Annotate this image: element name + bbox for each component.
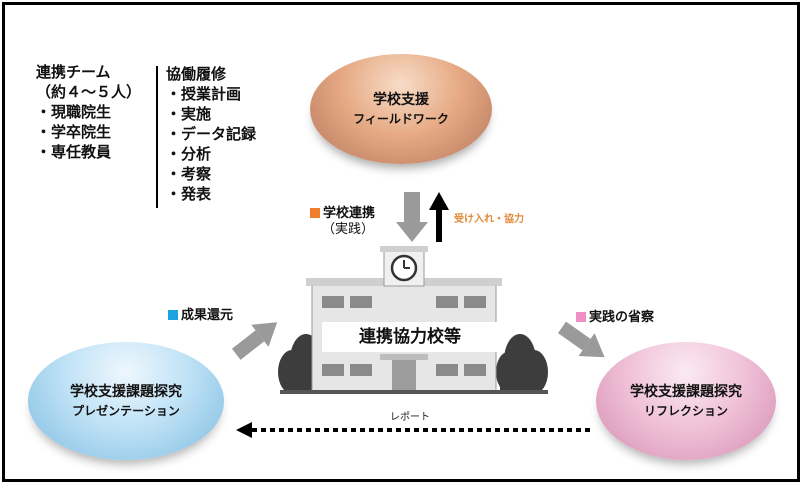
node-fieldwork-title: 学校支援 [373, 92, 429, 108]
work-item: ・授業計画 [166, 85, 242, 103]
team-member: ・学卒院生 [36, 123, 112, 141]
node-fieldwork: 学校支援 フィールドワーク [310, 54, 492, 164]
node-reflection: 学校支援課題探究 リフレクション [596, 342, 776, 460]
work-item: ・発表 [166, 185, 212, 203]
divider-line [156, 66, 158, 208]
work-title: 協働履修 [166, 65, 227, 83]
work-item: ・分析 [166, 145, 212, 163]
node-reflection-subtitle: リフレクション [643, 404, 728, 418]
arrow-down-right-icon [557, 321, 605, 358]
orange-square-icon [310, 208, 320, 218]
team-title: 連携チーム [36, 63, 111, 81]
work-item: ・考察 [166, 165, 212, 183]
node-reflection-title: 学校支援課題探究 [630, 384, 742, 400]
edge-report-label: レポート [390, 412, 430, 423]
team-subtitle: （約４～５人） [36, 83, 142, 101]
node-presentation-title: 学校支援課題探究 [70, 384, 182, 400]
edge-school-link-label: 学校連携 [310, 202, 375, 221]
blue-square-icon [168, 310, 178, 320]
work-block: 協働履修 ・授業計画 ・実施 ・データ記録 ・分析 ・考察 ・発表 [166, 64, 256, 204]
team-block: 連携チーム （約４～５人） ・現職院生 ・学卒院生 ・専任教員 [36, 62, 141, 162]
edge-school-link-sub: （実践） [322, 222, 375, 237]
edge-reflection-label: 実践の省察 [576, 306, 654, 325]
node-fieldwork-subtitle: フィールドワーク [353, 112, 449, 126]
edge-accept-label: 受け入れ・協力 [454, 214, 524, 225]
node-presentation: 学校支援課題探究 プレゼンテーション [28, 342, 224, 460]
arrow-down-icon [396, 192, 428, 242]
arrow-up-icon [429, 192, 449, 242]
edge-results-label: 成果還元 [168, 304, 233, 323]
team-member: ・現職院生 [36, 103, 112, 121]
team-member: ・専任教員 [36, 143, 112, 161]
work-item: ・データ記録 [166, 125, 257, 143]
node-partner-school: 連携協力校等 [322, 322, 498, 352]
arrow-left-dotted-icon [236, 422, 590, 438]
arrow-up-right-icon [231, 322, 278, 360]
pink-square-icon [576, 312, 586, 322]
work-item: ・実施 [166, 105, 212, 123]
node-presentation-subtitle: プレゼンテーション [72, 404, 180, 418]
